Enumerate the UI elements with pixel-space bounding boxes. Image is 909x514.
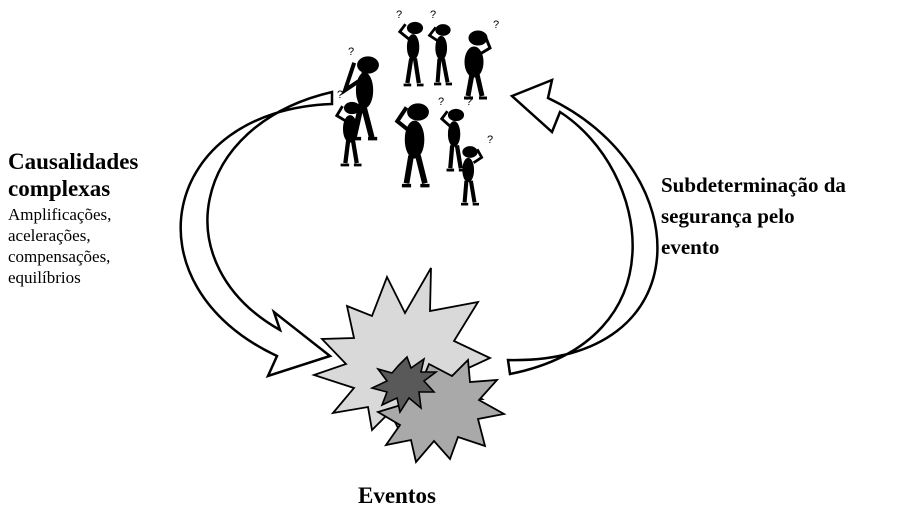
left-label-title: Causalidades complexas [8, 148, 208, 202]
burst-dark [369, 355, 439, 415]
svg-text:?: ? [430, 9, 436, 21]
left-sub-line: equilíbrios [8, 268, 81, 287]
svg-text:?: ? [438, 96, 444, 108]
left-sub-line: compensações, [8, 247, 111, 266]
left-label-subtitle: Amplificações, acelerações, compensações… [8, 204, 208, 288]
svg-text:?: ? [396, 9, 402, 21]
explosion-burst-icon [311, 267, 507, 464]
right-label-line: segurança pelo [661, 204, 795, 228]
left-sub-line: Amplificações, [8, 205, 112, 224]
curved-arrow-left-icon [179, 90, 334, 379]
left-sub-line: acelerações, [8, 226, 91, 245]
svg-text:?: ? [348, 46, 354, 58]
events-label: Eventos [358, 483, 436, 508]
group-of-puzzled-people-icon: ? ? ? ? ? ? ? ? [334, 9, 499, 206]
left-label: Causalidades complexas Amplificações, ac… [8, 148, 208, 288]
left-title-line: Causalidades [8, 149, 139, 174]
curved-arrow-right-icon [506, 77, 659, 376]
right-label-line: evento [661, 235, 720, 259]
svg-text:?: ? [493, 19, 499, 31]
right-label-line: Subdeterminação da [661, 173, 846, 197]
burst-mid [375, 358, 507, 464]
right-label: Subdeterminação da segurança pelo evento [661, 170, 906, 263]
svg-text:?: ? [466, 96, 472, 108]
left-title-line: complexas [8, 176, 111, 201]
svg-text:?: ? [487, 134, 493, 146]
svg-text:?: ? [337, 89, 343, 101]
